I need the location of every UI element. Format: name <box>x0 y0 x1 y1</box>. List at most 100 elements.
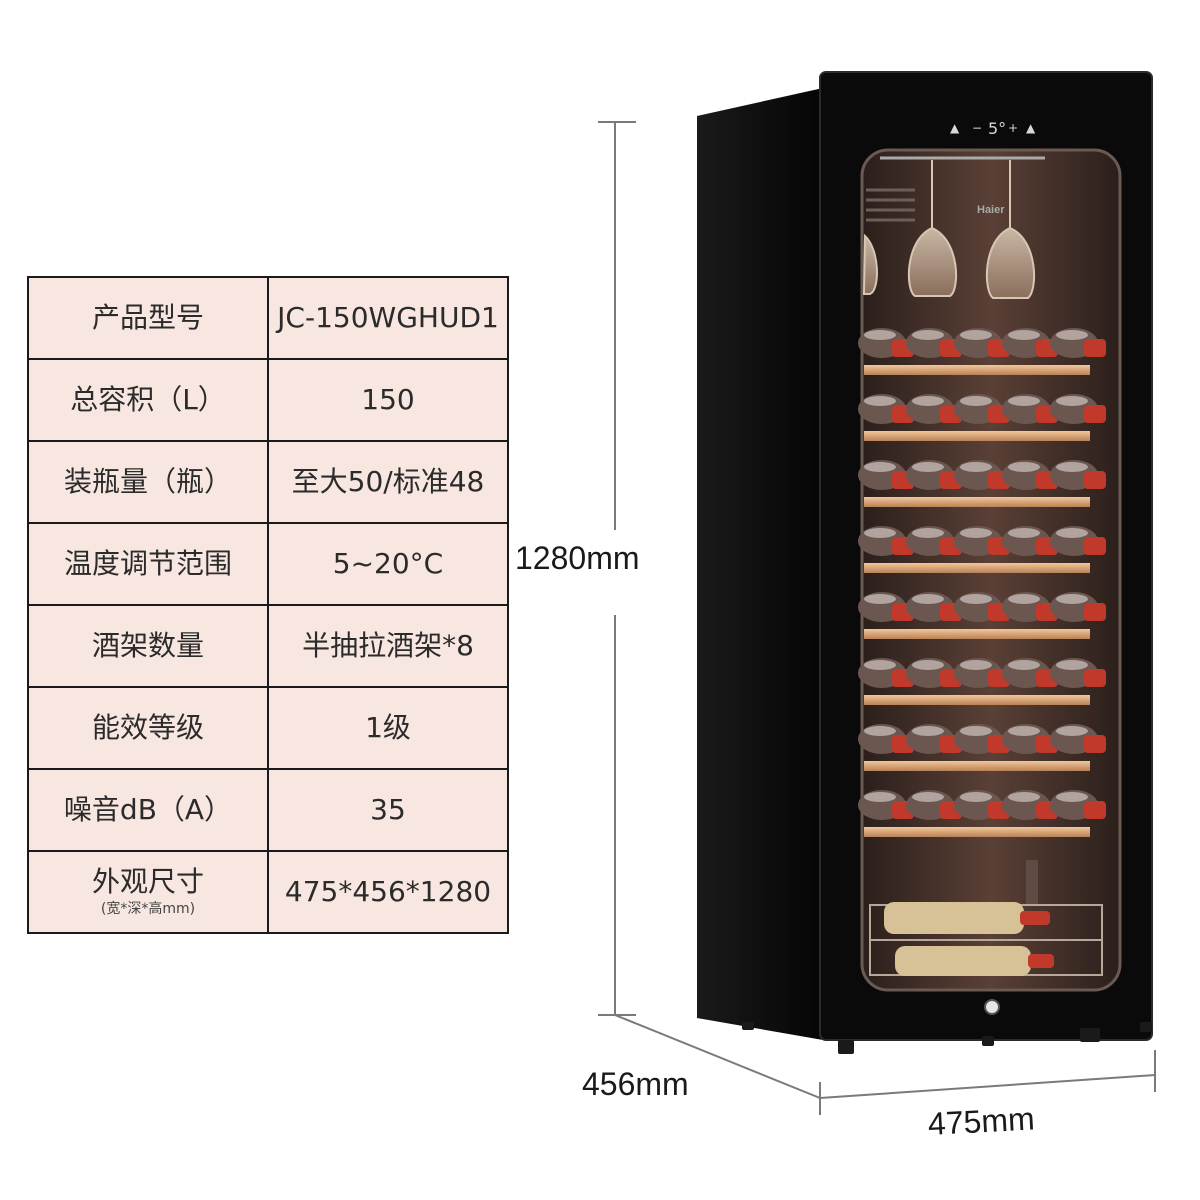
bottle-highlight <box>1056 594 1088 604</box>
wine-shelf <box>858 460 1106 507</box>
bottle-highlight <box>960 462 992 472</box>
interior-top: Haier <box>862 156 1045 299</box>
lock-button-icon: ▲ <box>1026 121 1036 135</box>
door-lock-icon <box>984 999 1000 1015</box>
spec-value: JC-150WGHUD1 <box>267 276 509 360</box>
bottle-highlight <box>864 462 896 472</box>
wine-shelf <box>858 658 1106 705</box>
bottle-cap <box>1084 339 1106 357</box>
spec-value: 半抽拉酒架*8 <box>267 604 509 688</box>
spec-row: 温度调节范围 5~20°C <box>27 522 509 606</box>
bottle-highlight <box>960 528 992 538</box>
bottle-highlight <box>960 594 992 604</box>
lying-bottle <box>884 902 1050 934</box>
bottle-highlight <box>960 660 992 670</box>
bottle-highlight <box>1008 594 1040 604</box>
bottle-highlight <box>1056 462 1088 472</box>
bottle-highlight <box>912 528 944 538</box>
depth-dimension-line <box>614 1014 821 1099</box>
cabinet-feet <box>742 1022 1152 1054</box>
spec-label-text: 能效等级 <box>91 710 204 744</box>
spec-label-text: 温度调节范围 <box>63 546 232 580</box>
spec-table: 产品型号 JC-150WGHUD1 总容积（L） 150 装瓶量（瓶） 至大50/标准48… <box>27 276 509 934</box>
spec-label-text: 总容积（L） <box>70 382 226 416</box>
spec-value: 至大50/标准48 <box>267 440 509 524</box>
wine-shelf <box>858 724 1106 771</box>
shelf-rail <box>864 563 1090 573</box>
bottle-highlight <box>864 396 896 406</box>
height-dimension-line <box>598 121 636 1016</box>
wine-shelf <box>858 526 1106 573</box>
bottle-highlight <box>1056 396 1088 406</box>
spec-label: 产品型号 <box>27 276 269 360</box>
spec-row: 装瓶量（瓶） 至大50/标准48 <box>27 440 509 524</box>
bottle-highlight <box>1008 792 1040 802</box>
spec-row: 外观尺寸(宽*深*高mm)475*456*1280 <box>27 850 509 934</box>
spec-label-text: 产品型号 <box>91 300 204 334</box>
shelf-rail <box>864 827 1090 837</box>
spec-value: 35 <box>267 768 509 852</box>
bottle-cap <box>1084 471 1106 489</box>
bottle-highlight <box>1008 726 1040 736</box>
spec-label: 装瓶量（瓶） <box>27 440 269 524</box>
bottle-cap <box>1084 735 1106 753</box>
wine-glass <box>985 160 1036 299</box>
bottle-highlight <box>960 396 992 406</box>
spec-label: 噪音dB（A） <box>27 768 269 852</box>
wine-glass <box>862 233 878 295</box>
bottle-highlight <box>1008 462 1040 472</box>
wine-glass <box>907 160 958 297</box>
bottle-highlight <box>1056 528 1088 538</box>
bottom-drawer <box>869 860 1103 976</box>
bottle-highlight <box>1056 726 1088 736</box>
spec-label: 总容积（L） <box>27 358 269 442</box>
bottle-highlight <box>1056 660 1088 670</box>
bottle-highlight <box>912 330 944 340</box>
bottle-highlight <box>1008 396 1040 406</box>
bottle-highlight <box>912 396 944 406</box>
shelf-rail <box>864 431 1090 441</box>
bottle-highlight <box>912 660 944 670</box>
minus-button-icon: − <box>972 121 982 135</box>
temperature-display: 5° <box>988 119 1006 138</box>
bottle-highlight <box>864 726 896 736</box>
bottle-highlight <box>864 594 896 604</box>
spec-row: 总容积（L） 150 <box>27 358 509 442</box>
bottle-cap <box>1084 801 1106 819</box>
shelf-rail <box>864 761 1090 771</box>
spec-label: 温度调节范围 <box>27 522 269 606</box>
bottle-highlight <box>960 330 992 340</box>
bottle-highlight <box>912 462 944 472</box>
height-dimension-label: 1280mm <box>515 540 640 576</box>
bottle-highlight <box>864 792 896 802</box>
spec-label: 酒架数量 <box>27 604 269 688</box>
bottle-highlight <box>960 726 992 736</box>
spec-value: 475*456*1280 <box>267 850 509 934</box>
wine-shelf <box>858 394 1106 441</box>
bottle-highlight <box>1008 660 1040 670</box>
spec-label-text: 装瓶量（瓶） <box>63 464 232 498</box>
bottle-highlight <box>1056 330 1088 340</box>
spec-value: 150 <box>267 358 509 442</box>
spec-row: 酒架数量 半抽拉酒架*8 <box>27 604 509 688</box>
spec-row: 产品型号 JC-150WGHUD1 <box>27 276 509 360</box>
spec-value: 5~20°C <box>267 522 509 606</box>
spec-label-text: 外观尺寸 <box>91 864 204 898</box>
bottle-highlight <box>1008 330 1040 340</box>
bottle-highlight <box>960 792 992 802</box>
bottle-cap <box>1084 669 1106 687</box>
spec-value: 1级 <box>267 686 509 770</box>
bottle-cap <box>1084 537 1106 555</box>
wine-shelf <box>858 592 1106 639</box>
depth-dimension-label: 456mm <box>582 1066 689 1102</box>
bottle-highlight <box>1056 792 1088 802</box>
wine-shelf <box>858 790 1106 837</box>
bottle-cap <box>1084 405 1106 423</box>
bottle-highlight <box>864 330 896 340</box>
spec-label-text: 酒架数量 <box>91 628 204 662</box>
bottle-highlight <box>864 660 896 670</box>
bottle-highlight <box>864 528 896 538</box>
bottle-highlight <box>912 792 944 802</box>
bottle-highlight <box>912 726 944 736</box>
